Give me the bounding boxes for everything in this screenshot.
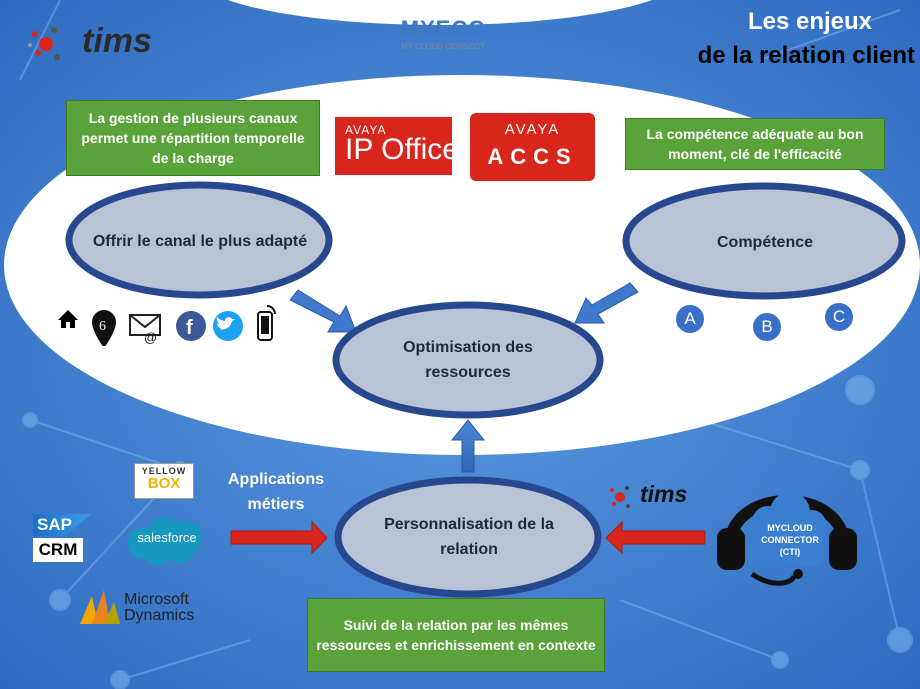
email-icon: @ (129, 314, 161, 345)
ellipse-optimisation: Optimisation des ressources (403, 339, 533, 381)
arrow-offrir-to-optimisation (289, 289, 357, 333)
tims-logo: tims (26, 20, 186, 70)
microsoft-dynamics-logo: Microsoft Dynamics (78, 584, 228, 628)
page-title-line2: de la relation client (697, 42, 915, 69)
skill-c: C (823, 301, 855, 333)
svg-text:@: @ (144, 330, 157, 345)
dynamics-text: Dynamics (124, 607, 195, 624)
svg-text:f: f (186, 317, 193, 339)
location-pin-icon: 6 (92, 310, 116, 348)
yellowbox-logo-bottom: BOX (147, 475, 181, 492)
applications-label: Applications métiers (227, 471, 324, 513)
facebook-icon: f (176, 311, 206, 341)
avaya-ipoffice-brand: AVAYA (345, 123, 387, 137)
sap-logo-text: SAP (37, 515, 72, 534)
headset-icon (717, 492, 857, 586)
avaya-ipoffice-logo: AVAYA IP Office (335, 117, 459, 175)
arrow-connector-to-personnalisation (605, 520, 706, 555)
microsoft-text: Microsoft (124, 591, 189, 608)
page-title: Les enjeux de la relation client (690, 8, 915, 70)
myecc-logo-text: MYECC (400, 16, 486, 41)
tims-logo-text: tims (82, 22, 152, 60)
mobile-phone-icon (257, 305, 276, 341)
mycloud-connector-headset: MYCLOUD CONNECTOR (CTI) (712, 466, 862, 594)
arrow-competence-to-optimisation (574, 282, 639, 324)
myecc-logo: MYECC MY CLOUD CONNECT (388, 16, 498, 51)
suivi-box: Suivi de la relation par les mêmes resso… (307, 598, 605, 672)
arrow-applications-to-personnalisation (230, 520, 328, 555)
myecc-logo-subtitle: MY CLOUD CONNECT (401, 42, 485, 51)
salesforce-logo-text: salesforce (137, 530, 197, 545)
tims-small-logo: tims (606, 480, 716, 514)
crm-logo-text: CRM (33, 538, 83, 562)
avaya-accs-logo: AVAYA ACCS (470, 113, 595, 181)
page-title-line1: Les enjeux (747, 8, 873, 35)
salesforce-logo: salesforce (122, 515, 212, 567)
home-icon (58, 310, 78, 328)
channels-box: La gestion de plusieurs canaux permet un… (66, 100, 320, 176)
salesforce-cloud-icon (128, 517, 202, 565)
tims-small-logo-text: tims (640, 481, 688, 507)
channel-icons-svg: 6 @ f (58, 305, 276, 348)
yellowbox-logo: YELLOW BOX (134, 463, 194, 499)
sap-crm-logo: SAP CRM (33, 514, 91, 562)
avaya-accs-text: ACCS (487, 144, 578, 169)
avaya-accs-brand: AVAYA (504, 121, 561, 138)
ellipse-offrir: Offrir le canal le plus adapté (92, 232, 308, 250)
svg-text:6: 6 (99, 319, 106, 334)
ellipse-competence: Compétence (716, 233, 814, 251)
avaya-ipoffice-text: IP Office (345, 133, 459, 166)
skill-b: B (751, 311, 783, 343)
skill-a: A (674, 303, 706, 335)
tims-dots-icon (28, 27, 60, 60)
arrow-personnalisation-to-optimisation (450, 419, 486, 473)
twitter-icon (213, 311, 243, 341)
competence-box: La compétence adéquate au bon moment, cl… (625, 118, 885, 170)
tims-small-dots-icon (610, 486, 630, 508)
headset-label: MYCLOUD CONNECTOR (CTI) (761, 523, 819, 557)
yellowbox-logo-top: YELLOW (141, 466, 187, 476)
channel-icons: 6 @ f (52, 298, 282, 348)
dynamics-icon (80, 590, 120, 624)
ellipse-personnalisation: Personnalisation de la relation (384, 516, 554, 558)
